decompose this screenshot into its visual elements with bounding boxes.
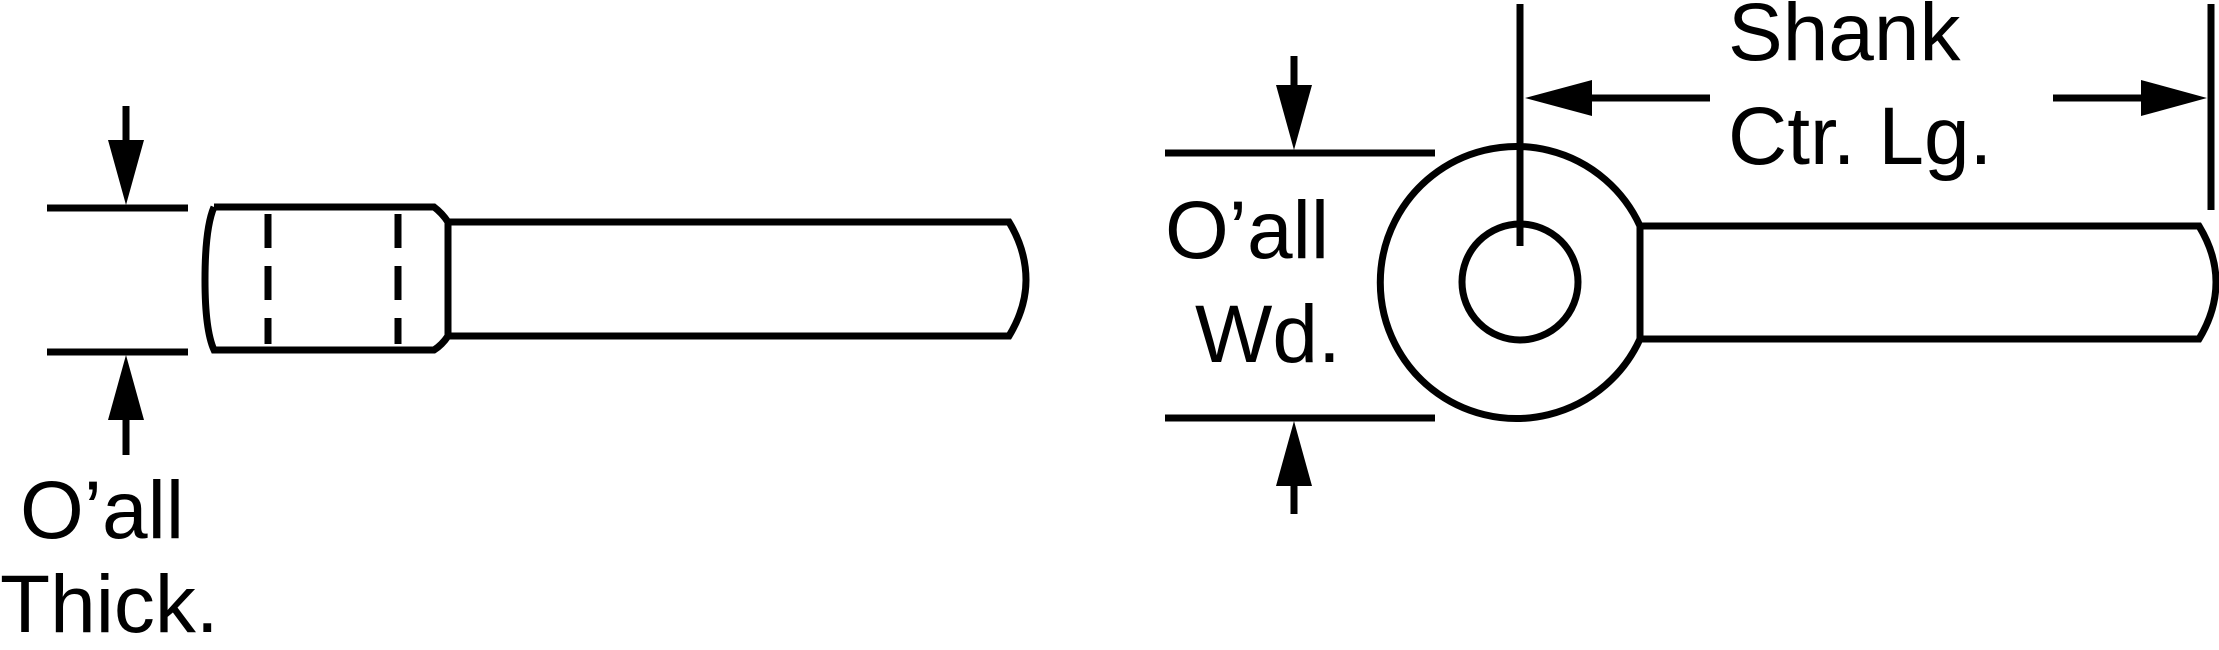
overall-thickness-label-line1: O’all bbox=[20, 465, 185, 556]
top-view-eye-outer bbox=[1376, 143, 1644, 422]
top-view bbox=[1376, 143, 2219, 422]
thickness-arrowhead-top bbox=[108, 140, 144, 205]
shank-arrowhead-left bbox=[1525, 80, 1592, 116]
overall-width-label-line2: Wd. bbox=[1195, 289, 1341, 380]
shank-center-length-label-line1: Shank bbox=[1728, 0, 1961, 78]
width-arrowhead-top bbox=[1276, 85, 1312, 150]
side-view bbox=[201, 203, 1030, 354]
side-view-eye-outline bbox=[201, 203, 451, 354]
overall-thickness-dimension bbox=[47, 106, 188, 455]
thickness-arrowhead-bottom bbox=[108, 355, 144, 420]
overall-width-label-line1: O’all bbox=[1165, 185, 1330, 276]
width-arrowhead-bottom bbox=[1276, 421, 1312, 486]
shank-center-length-label-line2: Ctr. Lg. bbox=[1728, 91, 1993, 182]
shank-arrowhead-right bbox=[2141, 80, 2207, 116]
overall-width-dimension bbox=[1165, 56, 1435, 514]
side-view-shank-outline bbox=[448, 218, 1030, 340]
top-view-shank-outline bbox=[1640, 222, 2219, 343]
shank-center-length-dimension bbox=[1516, 4, 2215, 246]
overall-thickness-label-line2: Thick. bbox=[0, 559, 219, 650]
